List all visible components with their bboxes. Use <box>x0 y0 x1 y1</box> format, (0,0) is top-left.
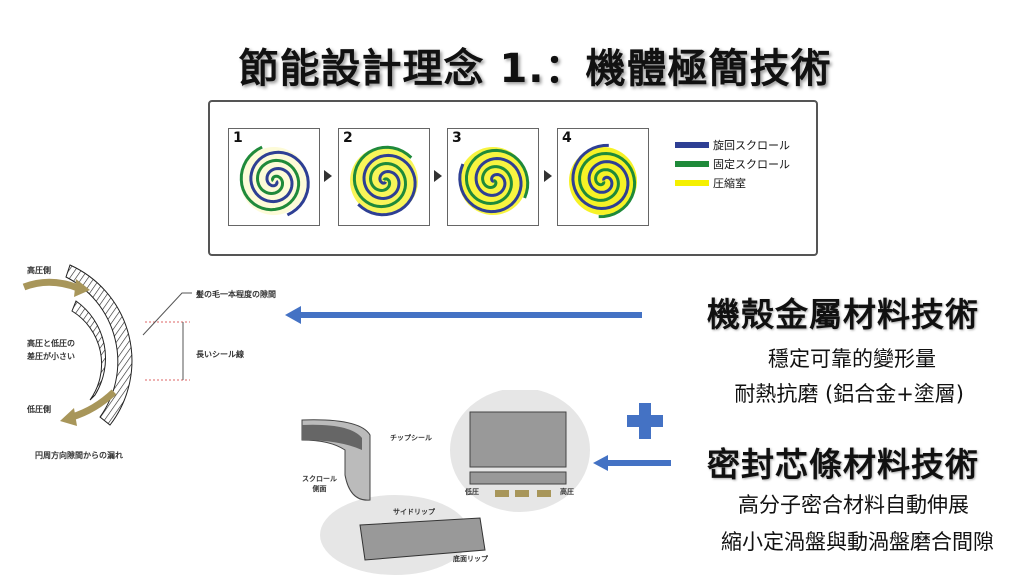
low-pressure-arrow <box>70 389 117 421</box>
plus-icon <box>627 403 663 439</box>
leak-caption: 円周方向隙間からの漏れ <box>35 451 123 460</box>
scroll-spiral <box>350 145 418 217</box>
arrow-right-icon <box>544 170 552 182</box>
section1-line-1: 穩定可靠的變形量 <box>768 347 936 371</box>
pressure-diff-note: 高圧と低圧の 差圧が小さい <box>27 339 75 361</box>
orbiting-scroll <box>357 153 417 217</box>
legend-fixed-scroll: 固定スクロール <box>675 156 790 172</box>
arrow-right-icon <box>434 170 442 182</box>
scroll-step-4: 4 <box>557 128 649 226</box>
step-number: 2 <box>343 130 353 146</box>
legend-label: 旋回スクロール <box>713 139 790 152</box>
tip-seal-label: チップシール <box>390 434 432 442</box>
scroll-step-3: 3 <box>447 128 539 226</box>
fixed-scroll <box>578 151 637 219</box>
legend-label: 圧縮室 <box>713 177 746 190</box>
legend-label: 固定スクロール <box>713 158 790 171</box>
high-pressure-label: 高圧 <box>560 488 574 496</box>
pointer-arrow-2 <box>593 455 671 471</box>
high-side-label: 高圧側 <box>27 266 51 275</box>
scroll-side-label: スクロール 側面 <box>302 475 337 493</box>
fixed-scroll <box>239 145 301 212</box>
scroll-spiral <box>458 147 530 215</box>
section1-heading: 機殼金屬材料技術 <box>707 295 979 334</box>
seal-line-label: 長いシール線 <box>196 350 244 359</box>
legend-compression-chamber: 圧縮室 <box>675 175 746 191</box>
fixed-scroll <box>352 145 413 209</box>
section2-heading: 密封芯條材料技術 <box>707 445 979 484</box>
slide-title: 節能設計理念 1.：機體極簡技術 <box>238 46 832 92</box>
orbiting-scroll <box>571 143 630 211</box>
section1-line-2: 耐熱抗磨 (鋁合金+塗層) <box>734 382 964 406</box>
outer-scroll-wall <box>65 264 133 426</box>
bottom-lip-label: 底面リップ <box>453 555 488 563</box>
side-lip-label: サイドリップ <box>393 508 435 516</box>
arrow-right-icon <box>324 170 332 182</box>
fixed-scroll <box>465 148 530 206</box>
scroll-spiral <box>239 145 310 217</box>
low-pressure-label: 低圧 <box>465 488 479 496</box>
inner-scroll-wall <box>71 300 107 401</box>
pointer-arrow-1 <box>285 306 642 324</box>
orbiting-scroll <box>458 156 523 214</box>
gap-label: 髪の毛一本程度の隙間 <box>196 290 276 299</box>
tip-seal-diagram <box>301 390 590 575</box>
scroll-spiral <box>569 143 637 219</box>
scroll-step-1: 1 <box>228 128 320 226</box>
section2-line-2: 縮小定渦盤與動渦盤磨合間隙 <box>721 530 994 554</box>
high-pressure-arrow <box>22 278 80 292</box>
orbiting-scroll <box>249 150 310 217</box>
seal-gap-diagram <box>22 264 192 426</box>
low-side-label: 低圧側 <box>27 405 51 414</box>
section2-line-1: 高分子密合材料自動伸展 <box>738 493 969 517</box>
legend-orbiting-scroll: 旋回スクロール <box>675 137 790 153</box>
step-number: 4 <box>562 130 572 146</box>
scroll-step-2: 2 <box>338 128 430 226</box>
scroll-compression-diagram-frame <box>208 100 818 256</box>
step-number: 1 <box>233 130 243 146</box>
step-number: 3 <box>452 130 462 146</box>
